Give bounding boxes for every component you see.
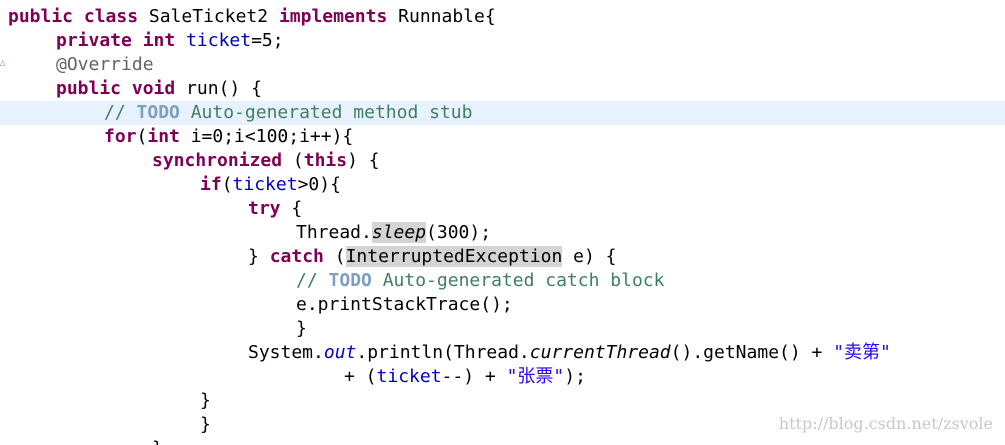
code-line-text: try { [248,197,302,221]
override-triangle-icon[interactable]: △ [0,58,6,68]
code-token: ticket [232,174,298,195]
code-token: ); [564,366,586,387]
code-token: sleep [371,222,427,243]
code-line[interactable]: @Override [0,53,1005,77]
code-token: Runnable{ [387,6,496,27]
code-token: implements [278,6,388,27]
code-token: // [104,102,137,123]
code-line[interactable]: private int ticket=5; [0,29,1005,53]
code-token: ticket [376,366,442,387]
code-token: =5; [251,30,284,51]
code-token: currentThread [529,342,671,363]
code-line[interactable]: try { [0,197,1005,221]
code-token: Thread. [296,222,372,243]
code-token: // [296,270,329,291]
code-token: { [280,198,303,219]
code-line[interactable]: + (ticket--) + "张票"); [0,365,1005,389]
code-token: Auto-generated catch block [371,270,665,291]
code-line-text: } [200,413,211,437]
code-token: + ( [344,366,377,387]
code-token: InterruptedException [345,246,563,267]
code-token: ) { [347,150,380,171]
code-line[interactable]: Thread.sleep(300); [0,221,1005,245]
code-token: System. [248,342,324,363]
code-line-text: e.printStackTrace(); [296,293,513,317]
code-token: ( [221,174,233,195]
code-token: >0){ [297,174,341,195]
code-line[interactable]: System.out.println(Thread.currentThread(… [0,341,1005,365]
code-line[interactable]: // TODO Auto-generated method stub [0,101,1005,125]
code-token: } [248,246,270,267]
code-token: public void [56,78,176,99]
code-line-text: } [152,437,163,445]
code-line-text: private int ticket=5; [56,29,284,53]
code-token: private int [56,30,176,51]
code-token: int [147,126,180,147]
code-token: this [303,150,348,171]
code-token: @Override [56,54,154,75]
code-token: } [200,390,211,411]
code-token: public class [8,6,139,27]
code-line-text: } [296,317,307,341]
code-token: synchronized [152,150,283,171]
code-line-text: synchronized (this) { [152,149,380,173]
code-token: out [323,342,357,363]
code-line-text: public class SaleTicket2 implements Runn… [8,5,496,29]
code-line[interactable]: } [0,389,1005,413]
code-token: } [296,318,307,339]
code-line[interactable]: e.printStackTrace(); [0,293,1005,317]
code-token: ( [136,126,148,147]
code-line[interactable]: for(int i=0;i<100;i++){ [0,125,1005,149]
code-token: } [200,414,211,435]
code-line-text: + (ticket--) + "张票"); [344,365,586,389]
code-token: try [248,198,281,219]
code-line[interactable]: public void run() { [0,77,1005,101]
code-token: i=0;i<100;i++){ [179,126,354,147]
code-token: --) + [441,366,507,387]
code-line-text: Thread.sleep(300); [296,221,491,245]
code-line-text: if(ticket>0){ [200,173,341,197]
code-line-text: } catch (InterruptedException e) { [248,245,617,269]
code-line-text: @Override [56,53,154,77]
code-token: ( [323,246,346,267]
code-line-text: System.out.println(Thread.currentThread(… [248,341,891,365]
code-token: Auto-generated method stub [179,102,473,123]
code-line[interactable]: } [0,437,1005,445]
code-token: for [104,126,137,147]
code-token: catch [269,246,324,267]
code-token: TODO [136,102,180,123]
code-line-text: public void run() { [56,77,262,101]
code-token: e) { [562,246,617,267]
code-token: e.printStackTrace(); [296,294,513,315]
code-line[interactable]: } [0,413,1005,437]
code-token: } [152,438,163,445]
code-token: (300); [426,222,492,243]
code-token: ( [282,150,304,171]
code-token: .println(Thread. [356,342,530,363]
code-token: TODO [328,270,372,291]
code-token: SaleTicket2 [138,6,279,27]
code-line-text: } [200,389,211,413]
code-token: "卖第" [833,342,891,363]
watermark: http://blog.csdn.net/zsvole [778,414,993,433]
code-line-text: for(int i=0;i<100;i++){ [104,125,353,149]
code-line[interactable]: } [0,317,1005,341]
code-token: run() { [175,78,262,99]
code-line-text: // TODO Auto-generated catch block [296,269,664,293]
code-line[interactable]: if(ticket>0){ [0,173,1005,197]
code-token: ().getName() + [670,342,834,363]
code-line-text: // TODO Auto-generated method stub [104,101,472,125]
code-line[interactable]: } catch (InterruptedException e) { [0,245,1005,269]
code-token: if [200,174,222,195]
code-token: ticket [186,30,252,51]
code-token: "张票" [506,366,565,387]
code-token [175,30,186,51]
code-line[interactable]: synchronized (this) { [0,149,1005,173]
code-line[interactable]: // TODO Auto-generated catch block [0,269,1005,293]
code-line[interactable]: public class SaleTicket2 implements Runn… [0,5,1005,29]
